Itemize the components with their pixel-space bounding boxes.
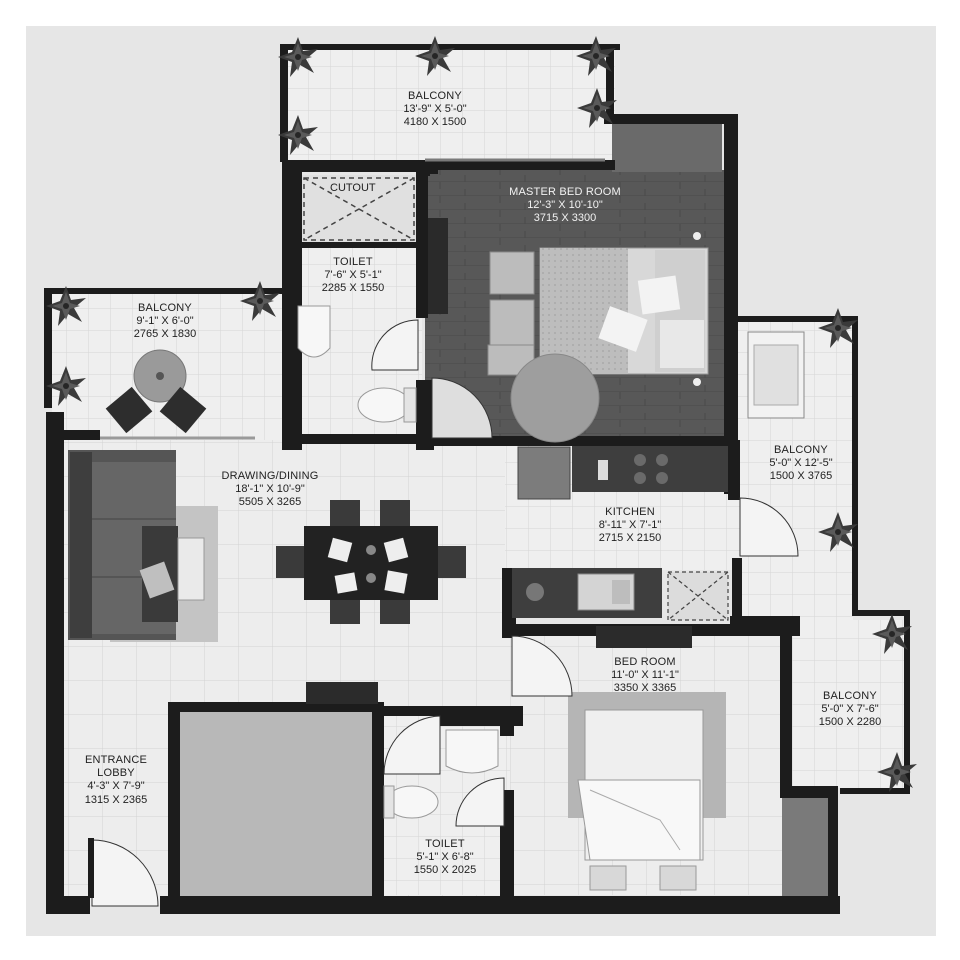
- balcony-top-floor: [285, 50, 615, 160]
- bedside-left: [589, 865, 627, 891]
- master-rug: [510, 353, 600, 443]
- shaft-block: [176, 708, 376, 913]
- room-dim-mm: 2765 X 1830: [133, 328, 197, 341]
- room-dim-mm: 1315 X 2365: [84, 793, 148, 806]
- room-name: DRAWING/DINING: [221, 470, 319, 482]
- room-name: TOILET: [333, 256, 373, 268]
- label-balcony-right-lower: BALCONY 5'-0" X 7'-6" 1500 X 2280: [800, 690, 900, 730]
- dining-set: [276, 500, 466, 624]
- room-dim-ft: 7'-6" X 5'-1": [324, 269, 382, 282]
- master-wc: [357, 387, 411, 423]
- room-name: BALCONY: [408, 90, 462, 102]
- room-name-line2: LOBBY: [97, 767, 135, 780]
- balcony-chair-left: [105, 386, 153, 434]
- common-washbasin: [445, 729, 499, 774]
- room-name: ENTRANCE: [84, 754, 148, 766]
- entrance-door: [91, 839, 159, 907]
- master-bed: [539, 247, 709, 375]
- cutout-cross: [303, 177, 415, 241]
- room-dim-ft: 8'-11" X 7'-1": [598, 519, 662, 532]
- master-bedroom-door: [431, 377, 493, 439]
- label-master-bedroom: MASTER BED ROOM 12'-3" X 10'-10" 3715 X …: [490, 186, 640, 226]
- bedroom-door: [511, 635, 573, 697]
- common-toilet-door: [383, 715, 441, 775]
- room-dim-mm: 3350 X 3365: [613, 682, 677, 695]
- master-armchairs: [487, 251, 535, 376]
- storage-box: [612, 120, 722, 172]
- room-dim-ft: 11'-0" X 11'-1": [611, 669, 679, 682]
- label-balcony-top: BALCONY 13'-9" X 5'-0" 4180 X 1500: [360, 90, 510, 130]
- side-store: [782, 796, 832, 896]
- master-wardrobe: [428, 218, 448, 314]
- master-washbasin: [297, 305, 331, 358]
- common-toilet-door-2: [455, 777, 505, 827]
- label-entrance-lobby: ENTRANCE LOBBY 4'-3" X 7'-9" 1315 X 2365: [66, 754, 166, 807]
- bedroom-wardrobe: [596, 626, 692, 648]
- room-dim-mm: 2715 X 2150: [598, 532, 662, 545]
- room-dim-mm: 5505 X 3265: [238, 496, 302, 509]
- room-dim-ft: 13'-9" X 5'-0": [403, 103, 467, 116]
- bed: [577, 709, 704, 861]
- room-dim-ft: 12'-3" X 10'-10": [527, 199, 603, 212]
- kitchen-balcony-door: [739, 497, 799, 557]
- fridge: [517, 446, 571, 500]
- room-name: TOILET: [425, 838, 465, 850]
- room-dim-mm: 4180 X 1500: [403, 116, 467, 129]
- label-toilet-master: TOILET 7'-6" X 5'-1" 2285 X 1550: [298, 256, 408, 296]
- room-name: KITCHEN: [605, 506, 655, 518]
- room-dim-ft: 5'-1" X 6'-8": [416, 851, 474, 864]
- room-dim-mm: 1550 X 2025: [413, 864, 477, 877]
- room-name: BALCONY: [823, 690, 877, 702]
- console: [306, 682, 378, 704]
- room-name: BALCONY: [138, 302, 192, 314]
- room-dim-mm: 3715 X 3300: [533, 212, 597, 225]
- label-balcony-right-upper: BALCONY 5'-0" X 12'-5" 1500 X 3765: [746, 444, 856, 484]
- room-name: MASTER BED ROOM: [509, 186, 621, 198]
- room-name: BED ROOM: [614, 656, 676, 668]
- room-dim-ft: 5'-0" X 7'-6": [821, 703, 879, 716]
- room-dim-ft: 4'-3" X 7'-9": [87, 780, 145, 793]
- label-toilet-common: TOILET 5'-1" X 6'-8" 1550 X 2025: [390, 838, 500, 878]
- label-kitchen: KITCHEN 8'-11" X 7'-1" 2715 X 2150: [575, 506, 685, 546]
- room-dim-mm: 1500 X 2280: [818, 716, 882, 729]
- room-dim-ft: 5'-0" X 12'-5": [769, 457, 833, 470]
- label-cutout: CUTOUT: [330, 182, 376, 194]
- room-dim-mm: 2285 X 1550: [321, 282, 385, 295]
- balcony-chair-right: [159, 386, 207, 434]
- room-dim-ft: 18'-1" X 10'-9": [235, 483, 305, 496]
- bedside-right: [659, 865, 697, 891]
- room-dim-ft: 9'-1" X 6'-0": [136, 315, 194, 328]
- label-bedroom: BED ROOM 11'-0" X 11'-1" 3350 X 3365: [585, 656, 705, 696]
- master-toilet-door: [371, 319, 419, 371]
- room-name: BALCONY: [774, 444, 828, 456]
- kitchen-duct: [667, 571, 729, 621]
- label-balcony-left: BALCONY 9'-1" X 6'-0" 2765 X 1830: [100, 302, 230, 342]
- label-drawing-dining: DRAWING/DINING 18'-1" X 10'-9" 5505 X 32…: [195, 470, 345, 510]
- hob-counter: [572, 446, 728, 492]
- room-dim-mm: 1500 X 3765: [769, 470, 833, 483]
